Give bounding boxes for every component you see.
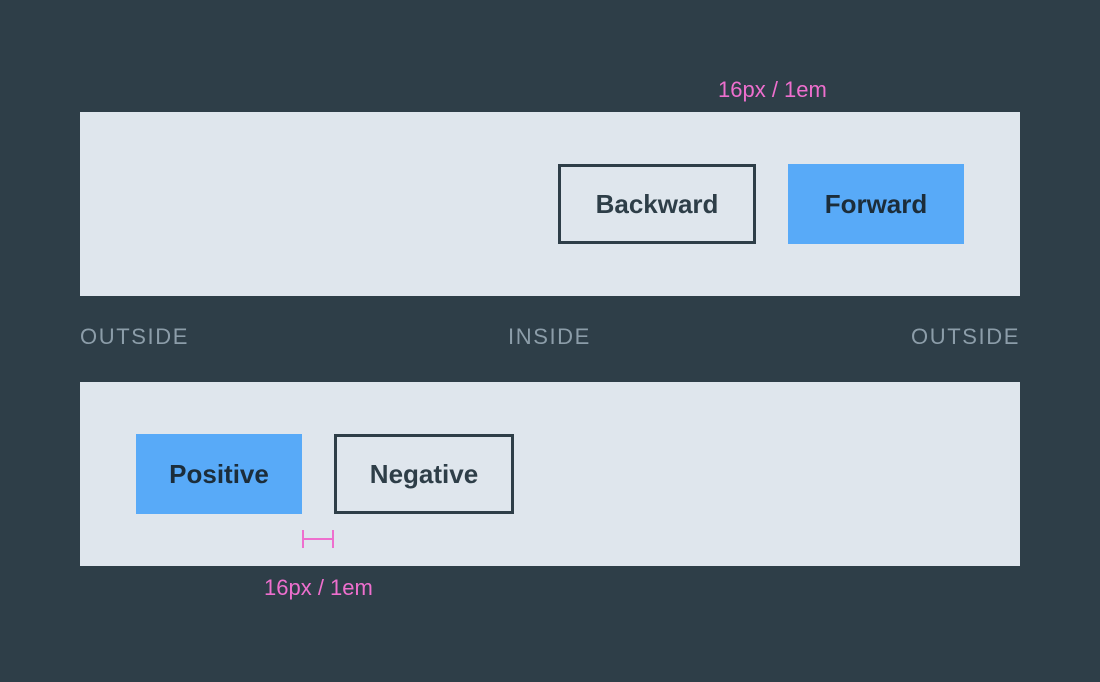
negative-button[interactable]: Negative (334, 434, 514, 514)
top-button-row-panel: Backward Forward (80, 112, 1020, 296)
zone-label-inside: INSIDE (508, 324, 591, 349)
zone-label-outside-right: OUTSIDE (911, 324, 1020, 349)
forward-button[interactable]: Forward (788, 164, 964, 244)
bottom-gap-dimension-icon (302, 530, 334, 548)
bottom-button-row-panel: Positive Negative (80, 382, 1020, 566)
backward-button[interactable]: Backward (558, 164, 756, 244)
top-spacing-label: 16px / 1em (718, 77, 827, 102)
zone-label-outside-left: OUTSIDE (80, 324, 189, 349)
bottom-spacing-label: 16px / 1em (264, 575, 373, 600)
positive-button[interactable]: Positive (136, 434, 302, 514)
